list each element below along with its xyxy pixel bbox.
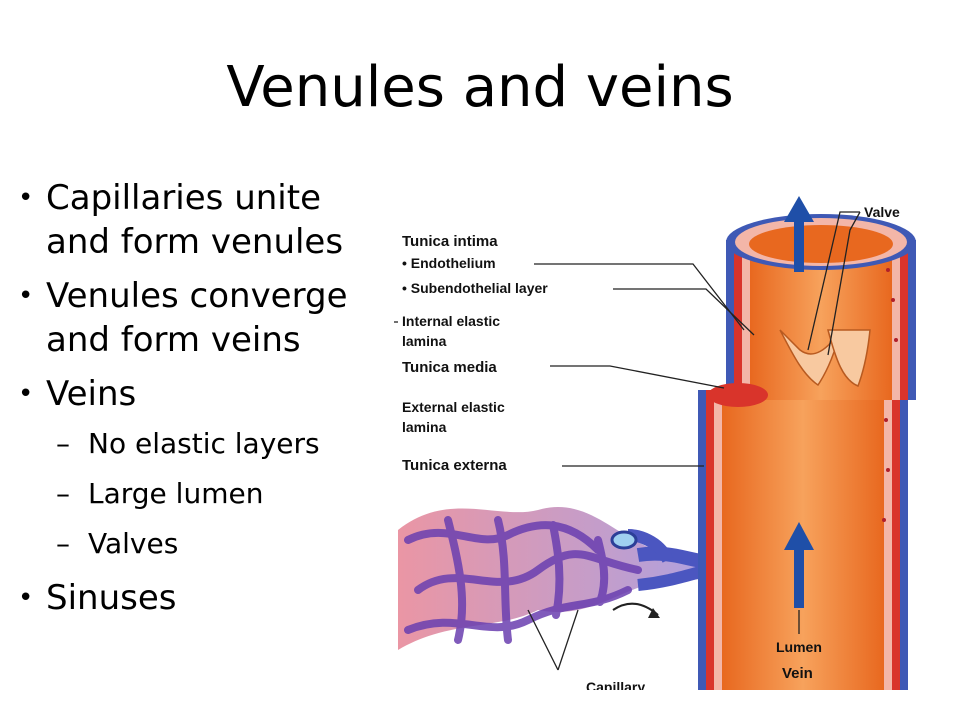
label-external-elastic: External elastic xyxy=(402,399,505,415)
label-lumen: Lumen xyxy=(776,639,822,655)
label-internal-lamina: lamina xyxy=(402,333,447,349)
label-external-lamina: lamina xyxy=(402,419,447,435)
sub-bullet-no-elastic: – No elastic layers xyxy=(18,426,378,462)
bullet-capillaries: Capillaries unite and form venules xyxy=(18,176,378,264)
label-subendothelial-layer: • Subendothelial layer xyxy=(402,280,548,296)
label-vein: Vein xyxy=(782,665,813,682)
bullet-list: Capillaries unite and form venules Venul… xyxy=(18,176,378,630)
label-tunica-media: Tunica media xyxy=(402,359,497,376)
label-valve: Valve xyxy=(864,204,900,220)
label-tunica-intima: Tunica intima xyxy=(402,233,498,250)
figure-labels: Tunica intima • Endothelium • Subendothe… xyxy=(402,204,900,690)
sub-bullet-text: No elastic layers xyxy=(88,427,320,460)
sub-bullet-text: Large lumen xyxy=(88,477,264,510)
bullet-sinuses: Sinuses xyxy=(18,576,378,620)
vein-anatomy-figure: Tunica intima • Endothelium • Subendothe… xyxy=(394,196,916,690)
dash-marker: – xyxy=(56,427,70,460)
label-tunica-externa: Tunica externa xyxy=(402,457,507,474)
sub-bullet-valves: – Valves xyxy=(18,526,378,562)
bullet-veins: Veins xyxy=(18,372,378,416)
blood-flow-arrows xyxy=(784,196,814,608)
slide-title: Venules and veins xyxy=(226,55,734,120)
capillary-network xyxy=(398,506,718,650)
vein-wall xyxy=(698,214,916,690)
sub-bullet-large-lumen: – Large lumen xyxy=(18,476,378,512)
bullet-venules: Venules converge and form veins xyxy=(18,274,378,362)
dash-marker: – xyxy=(56,477,70,510)
sub-bullet-text: Valves xyxy=(88,527,179,560)
leader-lines xyxy=(394,211,861,671)
label-internal-elastic: Internal elastic xyxy=(402,313,500,329)
dash-marker: – xyxy=(56,527,70,560)
label-endothelium: • Endothelium xyxy=(402,255,496,271)
label-capillary: Capillary xyxy=(586,679,645,690)
